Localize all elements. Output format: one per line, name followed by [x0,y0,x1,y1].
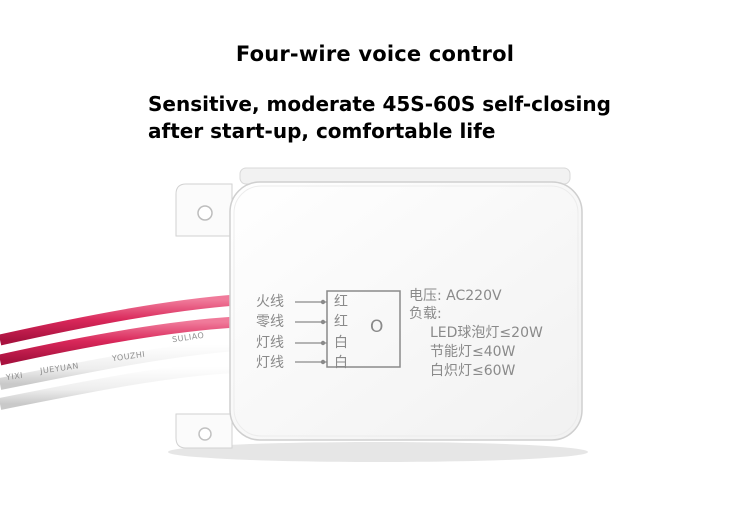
white-wire-1 [0,339,237,390]
load-cfl: 节能灯≤40W [430,344,516,360]
load-led: LED球泡灯≤20W [430,325,543,341]
voltage-spec: 电压: AC220V [409,288,502,304]
terminal-box [326,290,401,368]
pin-label-4: 白 [334,355,348,371]
white-wire-2 [0,361,237,410]
pin-label-3: 白 [334,335,348,351]
switch-module-box [175,167,583,449]
subtitle-line-1: Sensitive, moderate 45S-60S self-closing [148,92,611,116]
wire-label-neutral: 零线 [256,314,284,330]
pin-label-2: 红 [334,314,348,330]
load-incandescent: 白炽灯≤60W [430,363,516,379]
box-shadow [168,442,588,462]
wire-label-lamp-1: 灯线 [256,335,284,351]
mount-hole-bottom [198,427,212,441]
subtitle-line-2: after start-up, comfortable life [148,119,496,143]
red-wire-1 [0,294,237,346]
red-wire-2 [0,316,237,366]
switch-symbol: O [370,317,384,337]
pin-label-1: 红 [334,294,348,310]
mount-hole-top [197,205,213,221]
load-label: 负载: [409,306,442,322]
wire-bundle [0,294,237,410]
headline: Four-wire voice control [235,42,515,66]
wire-label-live: 火线 [256,294,284,310]
wire-label-lamp-2: 灯线 [256,355,284,371]
